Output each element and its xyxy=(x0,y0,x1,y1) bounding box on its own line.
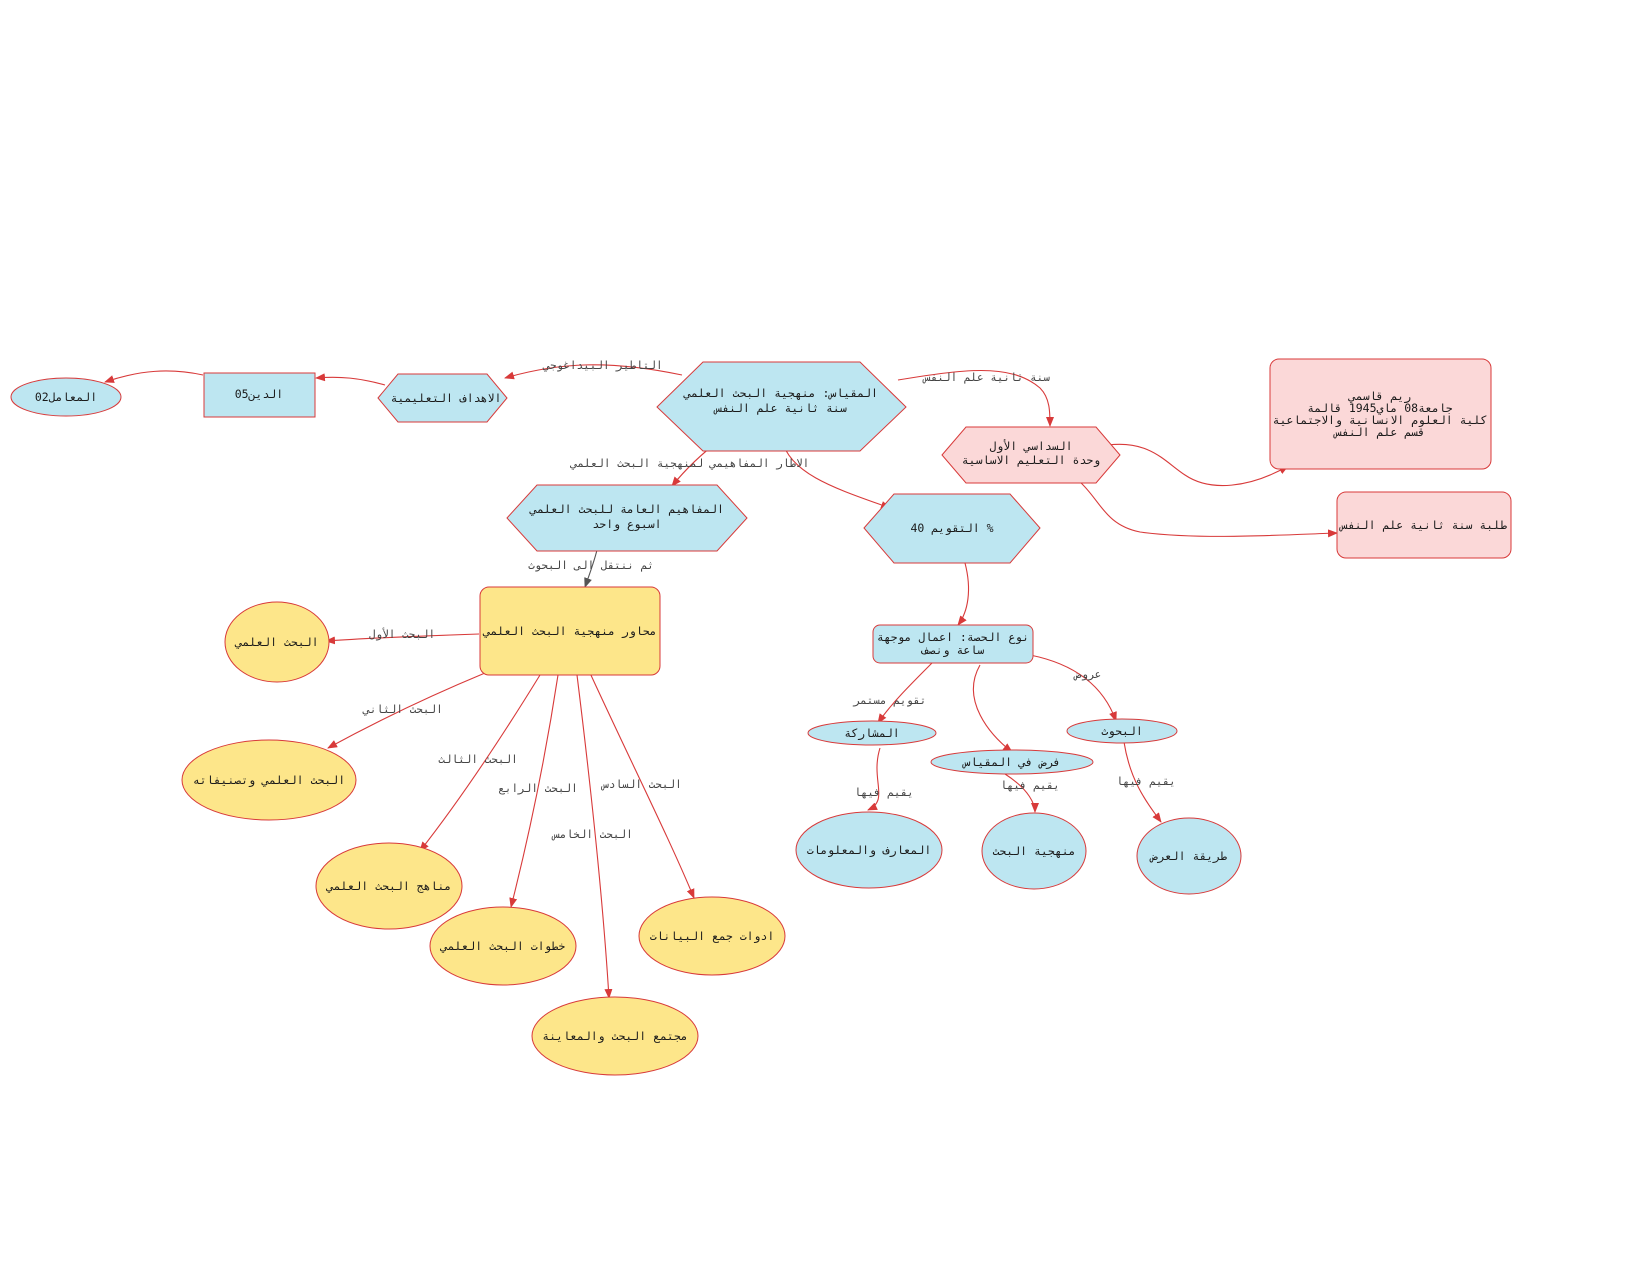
edge-session-to-bohouth xyxy=(1029,654,1117,722)
edge-label-evaluated-1: يقيم فيها xyxy=(854,786,914,799)
edge-participation-to-knowledge xyxy=(867,747,881,811)
node-religion-label: الدين05 xyxy=(235,387,283,402)
edge-main-to-semester xyxy=(897,370,1054,427)
node-method-label: منهجية البحث xyxy=(992,844,1075,858)
node-knowledge-label: المعارف والمعلومات xyxy=(807,843,932,858)
node-research-5-label: مجتمع البحث والمعاينة xyxy=(542,1029,687,1044)
node-coef-label: المعامل02 xyxy=(35,390,97,404)
node-research-2-label: البحث العلمي وتصنيفاته xyxy=(193,773,345,788)
node-research-3-label: مناهج البحث العلمي xyxy=(326,879,452,893)
edge-label-framework: الاطار المفاهيمي لمنهجية البحث العلمي xyxy=(570,457,809,470)
edge-axes-to-r6 xyxy=(589,672,695,899)
edge-label-then-move: ثم ننتقل الى البحوث xyxy=(528,559,654,572)
node-research-5[interactable]: مجتمع البحث والمعاينة xyxy=(531,996,699,1076)
node-tests-label: فرض في المقياس xyxy=(962,755,1061,770)
node-eval-label: % التقويم 40 xyxy=(910,521,993,536)
node-participation-label: المشاركة xyxy=(844,726,899,741)
node-concepts[interactable]: المفاهيم العامة للبحث العلمي اسبوع واحد xyxy=(506,484,748,552)
node-research-2[interactable]: البحث العلمي وتصنيفاته xyxy=(181,739,357,821)
node-presentation[interactable]: طريقة العرض xyxy=(1136,817,1242,895)
edges xyxy=(104,364,1338,999)
node-presentation-label: طريقة العرض xyxy=(1149,849,1227,864)
node-goals[interactable]: الاهداف التعليمية xyxy=(377,373,508,423)
node-students[interactable]: طلبة سنة ثانية علم النفس xyxy=(1336,491,1512,559)
node-research-1[interactable]: البحث العلمي xyxy=(224,601,330,683)
node-method[interactable]: منهجية البحث xyxy=(981,812,1087,890)
edge-axes-to-r3 xyxy=(419,674,541,852)
node-research-4-label: خطوات البحث العلمي xyxy=(440,939,566,954)
edge-main-to-goals xyxy=(504,364,683,380)
node-session[interactable]: نوع الحصة: اعمال موجهة ساعة ونصف xyxy=(872,624,1034,664)
node-research-3[interactable]: مناهج البحث العلمي xyxy=(315,842,463,930)
node-author-line-4: قسم علم النفس xyxy=(1333,425,1425,439)
edge-label-second: البحث الثاني xyxy=(362,703,442,716)
edge-label-psych-year: سنة ثانية علم النفس xyxy=(922,371,1050,384)
edge-session-to-participation xyxy=(877,662,933,724)
node-main-line-1: المقياس: منهجية البحث العلمي xyxy=(683,386,878,400)
edge-axes-to-r1 xyxy=(325,633,480,645)
node-author[interactable]: ريم قاسمي جامعة08 ماي1945 قالمة كلية الع… xyxy=(1269,358,1492,470)
node-author-line-1: ريم قاسمي xyxy=(1348,389,1411,404)
node-semester-line-1: السداسي الأول xyxy=(989,439,1072,454)
edge-semester-to-author xyxy=(1107,443,1289,486)
node-bohouth-label: البحوث xyxy=(1101,724,1143,739)
edge-label-evaluated-2: يقيم فيها xyxy=(1000,779,1060,792)
node-concepts-line-2: اسبوع واحد xyxy=(592,517,661,532)
edge-label-continuous: تقويم مستمر xyxy=(853,694,927,707)
node-axes[interactable]: محاور منهجية البحث العلمي xyxy=(479,586,661,676)
node-semester-line-2: وحدة التعليم الاساسية xyxy=(962,453,1101,468)
edge-axes-to-r4 xyxy=(509,674,559,908)
node-session-line-2: ساعة ونصف xyxy=(921,643,984,658)
node-session-line-1: نوع الحصة: اعمال موجهة xyxy=(877,630,1029,645)
node-religion[interactable]: الدين05 xyxy=(203,372,316,418)
node-goals-label: الاهداف التعليمية xyxy=(391,391,502,405)
edge-label-first: البحث الأول xyxy=(369,627,435,641)
node-research-1-label: البحث العلمي xyxy=(234,635,318,649)
edge-label-presentations: عروض xyxy=(1073,668,1102,681)
node-main-line-2: سنة ثانية علم النفس xyxy=(713,401,847,415)
edge-label-third: البحث الثالث xyxy=(438,753,517,766)
edge-label-fourth: البحث الرابع xyxy=(498,782,577,795)
node-concepts-line-1: المفاهيم العامة للبحث العلمي xyxy=(529,502,724,516)
edge-label-evaluated-3: يقيم فيها xyxy=(1116,775,1176,788)
node-knowledge[interactable]: المعارف والمعلومات xyxy=(795,811,943,889)
node-tests[interactable]: فرض في المقياس xyxy=(930,749,1094,775)
edge-axes-to-r5 xyxy=(576,674,613,999)
edge-concepts-to-axes xyxy=(584,549,598,588)
node-research-6[interactable]: ادوات جمع البيانات xyxy=(638,896,786,976)
edge-label-sixth: البحث السادس xyxy=(600,778,681,791)
edge-religion-to-coef xyxy=(104,370,204,383)
edge-tests-to-method xyxy=(1004,773,1039,813)
node-main[interactable]: المقياس: منهجية البحث العلمي سنة ثانية ع… xyxy=(656,361,907,452)
edge-bohouth-to-presentation xyxy=(1123,741,1162,823)
node-research-4[interactable]: خطوات البحث العلمي xyxy=(429,906,577,986)
node-axes-label: محاور منهجية البحث العلمي xyxy=(482,624,656,639)
edge-label-pedagogy: التاطير البيداغوجي xyxy=(542,359,662,372)
edge-label-fifth: البحث الخامس xyxy=(551,828,632,841)
edge-eval-to-session xyxy=(957,562,970,626)
edge-goals-to-religion xyxy=(315,373,386,386)
node-author-line-2: جامعة08 ماي1945 قالمة xyxy=(1307,401,1453,415)
nodes: المقياس: منهجية البحث العلمي سنة ثانية ع… xyxy=(10,358,1512,1076)
edge-semester-to-students xyxy=(1079,481,1338,538)
node-coef[interactable]: المعامل02 xyxy=(10,377,122,417)
node-semester[interactable]: السداسي الأول وحدة التعليم الاساسية xyxy=(941,426,1121,484)
node-author-line-3: كلية العلوم الانسانية والاجتماعية xyxy=(1273,413,1488,428)
edge-labels: التاطير البيداغوجي سنة ثانية علم النفس ا… xyxy=(362,359,1176,841)
node-students-label: طلبة سنة ثانية علم النفس xyxy=(1339,518,1507,532)
node-bohouth[interactable]: البحوث xyxy=(1066,718,1178,744)
edge-session-to-tests xyxy=(973,664,1013,753)
edge-axes-to-r2 xyxy=(327,672,486,749)
node-participation[interactable]: المشاركة xyxy=(807,720,937,746)
node-eval[interactable]: % التقويم 40 xyxy=(863,493,1041,564)
node-research-6-label: ادوات جمع البيانات xyxy=(650,929,775,944)
